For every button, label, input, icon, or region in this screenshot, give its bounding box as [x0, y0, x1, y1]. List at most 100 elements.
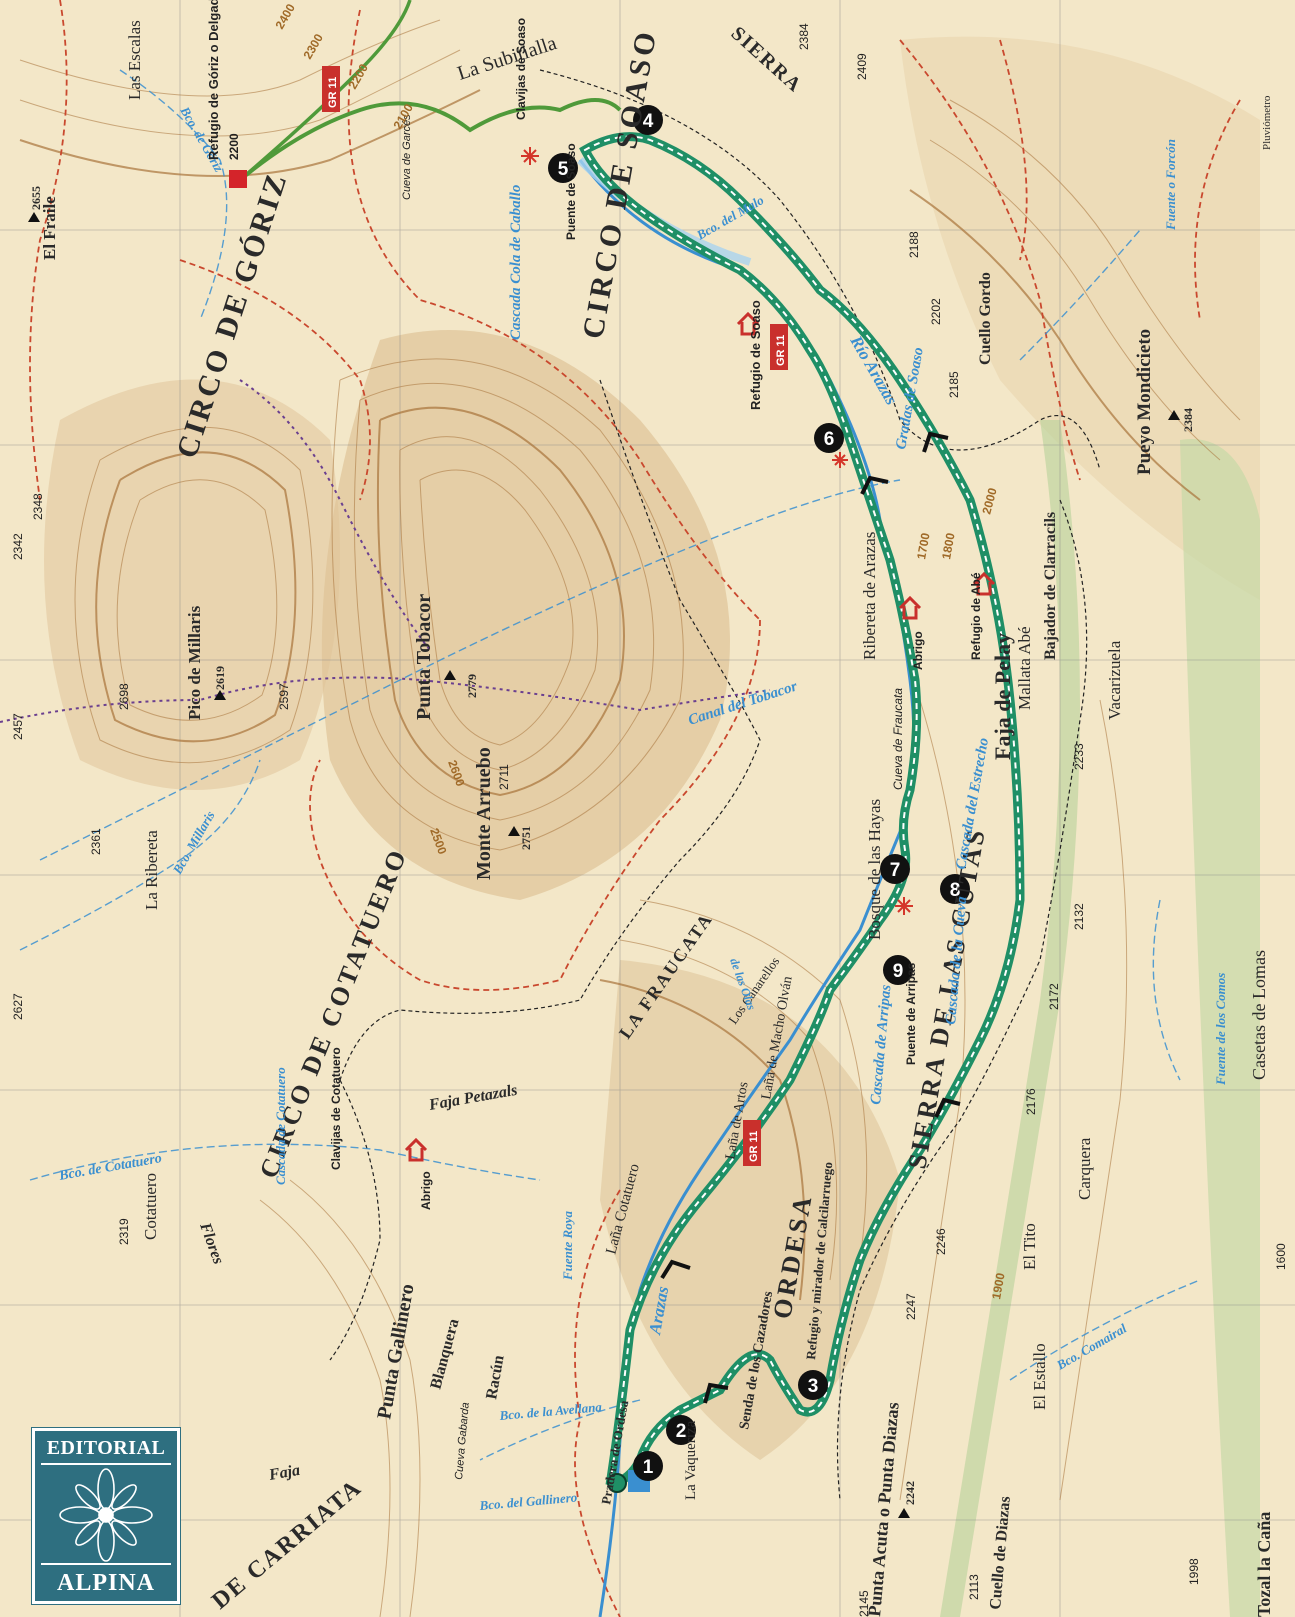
label-el-tito: El Tito [1020, 1223, 1039, 1270]
label-pluviometro: Pluviómetro [1261, 95, 1273, 150]
waypoint-9-label: 9 [893, 961, 904, 982]
waypoint-4-label: 4 [643, 111, 654, 132]
editorial-alpina-logo: EDITORIAL ALPINA [31, 1427, 181, 1605]
label-puente-soaso: Puente de Soaso [564, 143, 578, 240]
label-monte-arruebo-alt: 2751 [519, 826, 533, 850]
elev-2409: 2409 [855, 53, 869, 80]
label-punta-tobacor-alt: 2779 [465, 674, 479, 698]
label-punta-tobacor: Punta Tobacor [413, 594, 435, 720]
waypoint-6 [814, 423, 844, 453]
label-cueva-fraucata: Cueva de Fraucata [891, 688, 905, 790]
label-pueyo-alt: 2384 [1181, 408, 1195, 432]
gr11-badge-2: GR 11 [775, 335, 787, 366]
waypoint-4 [633, 105, 663, 135]
label-carquera: Carquera [1075, 1137, 1094, 1200]
edelweiss-icon [59, 1468, 153, 1562]
label-refugio-abe: Refugio de Abé [969, 572, 983, 660]
label-casetas-lomas: Casetas de Lomas [1249, 950, 1269, 1080]
elev-2342: 2342 [11, 533, 25, 560]
label-punta-acuta-alt: 2242 [903, 1481, 917, 1505]
abrigo-cotatuero-icon [404, 1137, 428, 1162]
waypoint-7-label: 7 [890, 860, 901, 881]
label-pico-millaris: Pico de Millaris [185, 605, 204, 720]
start-point[interactable] [607, 1473, 627, 1493]
refugio-goriz-icon [229, 170, 247, 188]
waypoint-5-label: 5 [558, 159, 569, 180]
label-refugio-goriz: Refugio de Góriz o Delgado Úbeda [206, 0, 221, 160]
label-mallata-abe: Mallata Abé [1015, 626, 1034, 710]
elev-2597: 2597 [277, 683, 291, 710]
label-cueva-garces: Cueva de Garcés [401, 114, 413, 200]
elev-2698: 2698 [117, 683, 131, 710]
label-vacarizuela: Vacarizuela [1105, 640, 1124, 720]
gr11-trail [238, 98, 622, 182]
refugio-soaso-icon [736, 311, 760, 336]
refugio-abe-icon [972, 571, 996, 596]
footpaths [329, 69, 1101, 1501]
elev-1700: 1700 [914, 531, 932, 560]
elev-2384: 2384 [797, 23, 811, 50]
elev-2348: 2348 [31, 493, 45, 520]
abrigo-icon [898, 595, 922, 620]
label-el-estallo: El Estallo [1030, 1343, 1049, 1410]
direction-arrows [660, 431, 961, 1404]
waypoint-8-label: 8 [950, 880, 961, 901]
gr11-badge-1: GR 11 [327, 77, 339, 108]
waypoint-6-label: 6 [824, 429, 835, 450]
label-refugio-soaso: Refugio de Soaso [748, 300, 763, 410]
elev-2000: 2000 [979, 486, 1000, 516]
label-tozal-cana: Tozal la Caña [1254, 1512, 1274, 1617]
logo-top-text: EDITORIAL [46, 1437, 166, 1459]
gr11-badges [322, 66, 788, 1166]
waypoint-7 [880, 854, 910, 884]
label-pico-millaris-alt: 2619 [213, 666, 227, 690]
elev-1900: 1900 [989, 1271, 1007, 1300]
gr11-badge-3: GR 11 [748, 1131, 760, 1162]
waypoint-markers[interactable] [548, 105, 970, 1481]
waypoint-2 [666, 1415, 696, 1445]
elev-2132: 2132 [1072, 903, 1086, 930]
label-faja-pelay: Faja de Pelay [990, 633, 1015, 760]
label-bosque-hayas: Bosque de las Hayas [865, 799, 884, 940]
label-bajador-clarracils: Bajador de Clarracils [1042, 512, 1059, 660]
elev-1800: 1800 [939, 531, 957, 560]
label-cascada-cotatuero: Cascada de Cotatuero [273, 1067, 288, 1185]
elev-2247: 2247 [904, 1293, 918, 1320]
label-clavijas-soaso: Clavijas de Soaso [514, 18, 528, 120]
label-el-fraile-alt: 2655 [29, 186, 43, 210]
refuge-icons [404, 311, 996, 1162]
waypoint-2-label: 2 [676, 1421, 687, 1442]
admin-boundary [0, 379, 771, 723]
label-pueyo-mondicieto: Pueyo Mondicieto [1134, 329, 1155, 475]
elev-2319: 2319 [117, 1218, 131, 1245]
label-faja-racun: Faja [267, 1462, 302, 1484]
waypoint-1-label: 1 [643, 1457, 654, 1478]
label-clavijas-cotatuero: Clavijas de Cotatuero [329, 1047, 343, 1170]
park-boundary [29, 0, 1241, 1617]
elev-2172: 2172 [1047, 983, 1061, 1010]
elev-2188: 2188 [907, 231, 921, 258]
peak-markers [28, 212, 1180, 1518]
elev-2627: 2627 [11, 993, 25, 1020]
elev-1600: 1600 [1274, 1243, 1288, 1270]
waypoint-3-label: 3 [808, 1376, 819, 1397]
elev-2145: 2145 [857, 1590, 871, 1617]
label-fuente-forcon: Fuente o Forcón [1163, 139, 1178, 231]
elev-2457: 2457 [11, 713, 25, 740]
label-la-ribereta: La Ribereta [142, 830, 161, 910]
waypoint-5 [548, 153, 578, 183]
label-monte-arruebo: Monte Arruebo [473, 747, 495, 880]
elev-1998: 1998 [1187, 1558, 1201, 1585]
elev-2176: 2176 [1024, 1088, 1038, 1115]
elev-2113: 2113 [967, 1574, 981, 1600]
elev-2361: 2361 [89, 828, 103, 855]
elev-2711: 2711 [497, 764, 511, 790]
waypoint-3 [798, 1370, 828, 1400]
hiking-route [579, 132, 1025, 1490]
label-el-fraile: El Fraile [40, 196, 59, 260]
logo-bottom-text: ALPINA [56, 1570, 155, 1596]
elev-2202: 2202 [929, 298, 943, 325]
label-cotatuero: Cotatuero [141, 1173, 160, 1240]
